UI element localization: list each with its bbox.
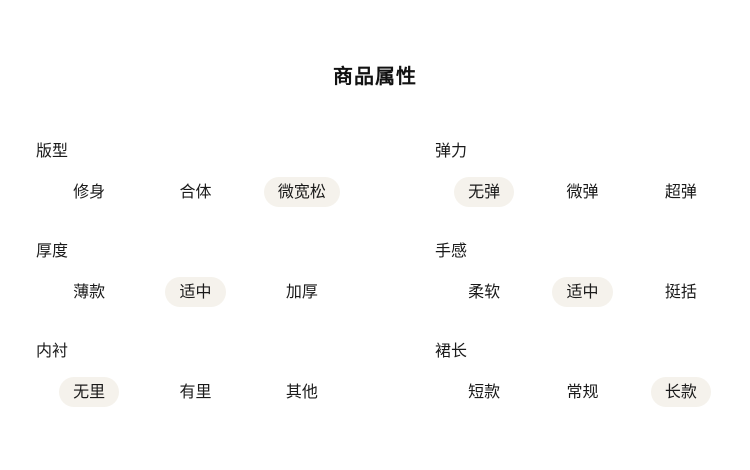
- attribute-option-cell: 短款: [435, 377, 533, 407]
- attribute-group: 手感柔软 适中 挺括: [375, 233, 750, 333]
- attribute-option-cell: 挺括: [632, 277, 730, 307]
- attribute-option-cell: 无里: [36, 377, 142, 407]
- attribute-option-cell: 柔软: [435, 277, 533, 307]
- attribute-option-selected[interactable]: 微宽松: [263, 177, 340, 207]
- attribute-option-cell: 薄款: [36, 277, 142, 307]
- attribute-groups-grid: 版型修身 合体 微宽松 弹力无弹 微弹 超弹厚度薄款 适中 加厚 手感柔软 适中 挺括内衬无里 有里 其…: [0, 133, 750, 433]
- attribute-option[interactable]: 加厚: [285, 282, 318, 301]
- attribute-option-cell: 其他: [249, 377, 355, 407]
- attribute-group: 弹力无弹 微弹 超弹: [375, 133, 750, 233]
- attribute-option[interactable]: 薄款: [73, 282, 106, 301]
- attribute-option-row: 薄款 适中 加厚: [36, 277, 355, 307]
- attribute-option-selected[interactable]: 无弹: [454, 177, 515, 207]
- attribute-option-selected[interactable]: 长款: [650, 377, 711, 407]
- attribute-option-cell: 微弹: [533, 177, 631, 207]
- attribute-option-cell: 加厚: [249, 277, 355, 307]
- attribute-option-cell: 适中: [533, 277, 631, 307]
- attribute-group-label: 裙长: [435, 341, 468, 360]
- attribute-group-label: 弹力: [435, 141, 468, 160]
- attribute-group: 内衬无里 有里 其他: [0, 333, 375, 433]
- attribute-group-label: 手感: [435, 241, 468, 260]
- attribute-option[interactable]: 短款: [468, 382, 501, 401]
- attribute-option-cell: 长款: [632, 377, 730, 407]
- attribute-option[interactable]: 超弹: [664, 182, 697, 201]
- attribute-option[interactable]: 柔软: [468, 282, 501, 301]
- attribute-option-cell: 合体: [142, 177, 248, 207]
- attribute-option-row: 无里 有里 其他: [36, 377, 355, 407]
- attribute-option-selected[interactable]: 无里: [59, 377, 120, 407]
- attribute-group-label: 厚度: [36, 241, 69, 260]
- attribute-option-cell: 常规: [533, 377, 631, 407]
- attribute-option-row: 无弹 微弹 超弹: [435, 177, 730, 207]
- attribute-option-cell: 修身: [36, 177, 142, 207]
- attribute-option-cell: 适中: [142, 277, 248, 307]
- attribute-option-selected[interactable]: 适中: [165, 277, 226, 307]
- attribute-option-selected[interactable]: 适中: [552, 277, 613, 307]
- attribute-option-cell: 超弹: [632, 177, 730, 207]
- attribute-option-cell: 无弹: [435, 177, 533, 207]
- attribute-option[interactable]: 合体: [179, 182, 212, 201]
- attribute-group: 厚度薄款 适中 加厚: [0, 233, 375, 333]
- attribute-option[interactable]: 常规: [566, 382, 599, 401]
- attribute-option-cell: 微宽松: [249, 177, 355, 207]
- attribute-option[interactable]: 其他: [285, 382, 318, 401]
- attribute-option-row: 修身 合体 微宽松: [36, 177, 355, 207]
- attribute-option[interactable]: 修身: [73, 182, 106, 201]
- attribute-option-cell: 有里: [142, 377, 248, 407]
- attribute-option[interactable]: 有里: [179, 382, 212, 401]
- attribute-option[interactable]: 微弹: [566, 182, 599, 201]
- page-title: 商品属性: [333, 64, 417, 88]
- attribute-group-label: 内衬: [36, 341, 69, 360]
- attribute-option-row: 柔软 适中 挺括: [435, 277, 730, 307]
- attribute-group-label: 版型: [36, 141, 69, 160]
- attribute-option-row: 短款 常规 长款: [435, 377, 730, 407]
- attribute-option[interactable]: 挺括: [664, 282, 697, 301]
- attribute-group: 版型修身 合体 微宽松: [0, 133, 375, 233]
- attribute-group: 裙长短款 常规 长款: [375, 333, 750, 433]
